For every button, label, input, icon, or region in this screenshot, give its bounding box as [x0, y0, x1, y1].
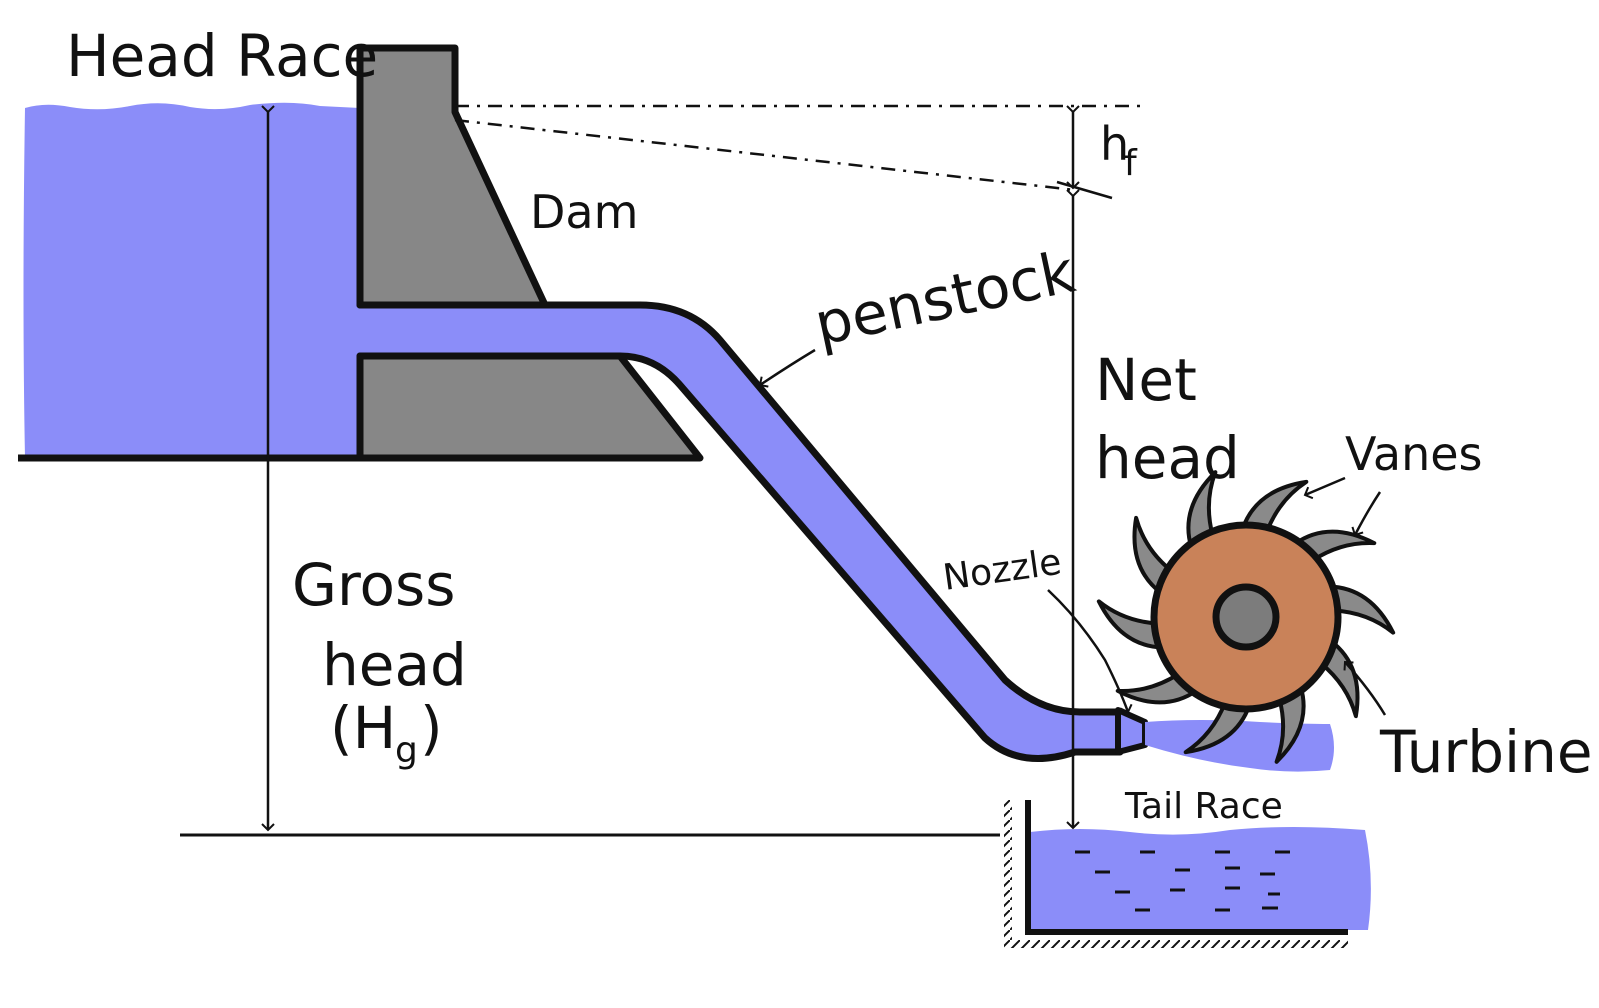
energy-gradient-line: [454, 118, 1076, 192]
nozzle: [1115, 707, 1148, 755]
turbine-vane: [1096, 599, 1166, 650]
tail-race-ripples: [1075, 850, 1290, 912]
label-turbine: Turbine: [1379, 718, 1593, 786]
penstock-top-wall: [356, 301, 1124, 716]
label-gross-head-1: Gross: [292, 551, 455, 619]
label-gross-head-3: (H: [330, 694, 396, 762]
turbine-vanes: [1096, 470, 1396, 764]
turbine-leader: [1343, 660, 1387, 716]
label-vanes: Vanes: [1345, 427, 1483, 481]
penstock-bottom-wall: [356, 352, 1124, 762]
label-penstock: penstock: [809, 237, 1081, 358]
label-hf-sub: f: [1124, 143, 1138, 184]
dam: [356, 44, 704, 462]
vanes-leader-1: [1303, 476, 1346, 500]
label-gross-head-sub: g: [395, 730, 418, 771]
tail-race-wall: [1025, 800, 1348, 935]
vanes-leader-2: [1351, 491, 1382, 537]
turbine-hub: [1212, 583, 1280, 651]
label-hf: h: [1100, 117, 1129, 171]
hf-tick: [1056, 180, 1113, 200]
turbine-vane: [1186, 470, 1218, 550]
turbine-vane: [1183, 700, 1252, 755]
turbine-vane: [1326, 584, 1396, 635]
label-nozzle: Nozzle: [941, 542, 1064, 599]
head-race-water: [23, 102, 360, 459]
penstock-leader: [758, 348, 816, 388]
label-gross-head-close: ): [420, 694, 443, 762]
label-head-race: Head Race: [66, 22, 378, 90]
label-net-head-1: Net: [1095, 346, 1197, 414]
penstock-pipe: [360, 305, 1120, 759]
turbine-vane: [1240, 479, 1309, 534]
label-gross-head-2: head: [322, 631, 467, 699]
label-dam: Dam: [530, 185, 638, 239]
turbine-vane: [1274, 684, 1306, 764]
label-net-head-2: head: [1095, 424, 1240, 492]
tail-race-water: [1030, 827, 1371, 930]
water-jet: [1145, 720, 1334, 772]
label-tail-race: Tail Race: [1124, 786, 1283, 827]
nozzle-leader: [1047, 589, 1133, 714]
